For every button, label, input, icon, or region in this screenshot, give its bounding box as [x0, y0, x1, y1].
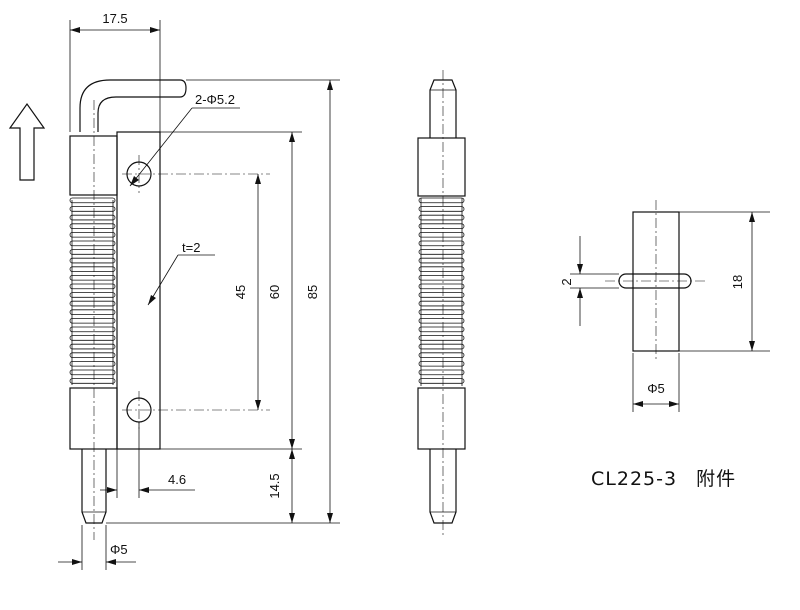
spring-coil: [69, 292, 116, 298]
spring-coil: [69, 249, 116, 255]
spring-coil: [418, 223, 465, 229]
spring-coil: [418, 292, 465, 298]
up-arrow-icon: [8, 102, 46, 181]
spring-coil: [69, 309, 116, 315]
bent-handle: [79, 79, 187, 132]
spring-coil: [69, 317, 116, 324]
dim-60: 60: [267, 285, 282, 299]
spring-coil: [418, 317, 465, 324]
spring-coil: [418, 206, 465, 212]
dim-17-5: 17.5: [102, 11, 127, 26]
spring-coil: [418, 274, 465, 281]
spring-coil: [418, 266, 465, 272]
side-spring: [418, 197, 465, 384]
spring-coil: [69, 378, 116, 384]
dim-4-6: 4.6: [168, 472, 186, 487]
spring-coil: [69, 231, 116, 238]
spring-coil: [69, 369, 116, 376]
spring-coil: [69, 266, 116, 272]
dim-45: 45: [233, 285, 248, 299]
thickness-label: t=2: [182, 240, 200, 255]
spring-coil: [418, 197, 465, 204]
spring-coil: [418, 231, 465, 238]
dim-accessory-ring: 2: [559, 278, 574, 285]
lower-block: [69, 387, 118, 450]
spring-coil: [418, 309, 465, 315]
spring-coil: [69, 240, 116, 247]
spring-coil: [418, 240, 465, 247]
spring-coil: [69, 197, 116, 204]
spring-coil: [418, 300, 465, 307]
accessory-view: 18 2 Φ5 CL225-3 附件: [559, 200, 770, 490]
front-dimensions: 17.5 2-Φ5.2 t=2 45 60 85 14.5: [58, 11, 340, 570]
dim-pin-diameter: Φ5: [110, 542, 128, 557]
spring-coil: [69, 206, 116, 212]
spring-coil: [69, 283, 116, 290]
spring-coil: [69, 300, 116, 307]
spring-coil: [69, 335, 116, 341]
spring-coil: [418, 360, 465, 367]
spring-coil: [69, 326, 116, 333]
spring-coil: [418, 326, 465, 333]
spring-coil: [69, 343, 116, 350]
spring-coil: [418, 249, 465, 255]
hole-callout: 2-Φ5.2: [195, 92, 235, 107]
spring-coil: [418, 369, 465, 376]
spring-coil: [69, 257, 116, 264]
spring-coil: [69, 352, 116, 358]
side-view: [417, 70, 466, 535]
spring-coil: [69, 360, 116, 367]
spring-coil: [418, 352, 465, 358]
spring-coil: [418, 378, 465, 384]
caption: CL225-3 附件: [591, 468, 736, 490]
dim-accessory-diameter: Φ5: [647, 381, 665, 396]
spring-coil: [69, 214, 116, 221]
upper-block: [69, 135, 118, 196]
spring-coil: [418, 257, 465, 264]
part-number: CL225-3: [591, 468, 677, 490]
spring: [69, 197, 116, 384]
spring-coil: [418, 343, 465, 350]
spring-coil: [69, 223, 116, 229]
caption-suffix: 附件: [696, 468, 736, 490]
spring-coil: [69, 274, 116, 281]
dim-14-5: 14.5: [267, 473, 282, 498]
side-upper-block: [417, 137, 466, 197]
spring-coil: [418, 214, 465, 221]
spring-coil: [418, 335, 465, 341]
dim-accessory-height: 18: [730, 275, 745, 289]
spring-coil: [418, 283, 465, 290]
dim-85: 85: [305, 285, 320, 299]
plate: [116, 131, 161, 450]
side-lower-block: [417, 387, 466, 450]
front-view: [69, 79, 270, 540]
